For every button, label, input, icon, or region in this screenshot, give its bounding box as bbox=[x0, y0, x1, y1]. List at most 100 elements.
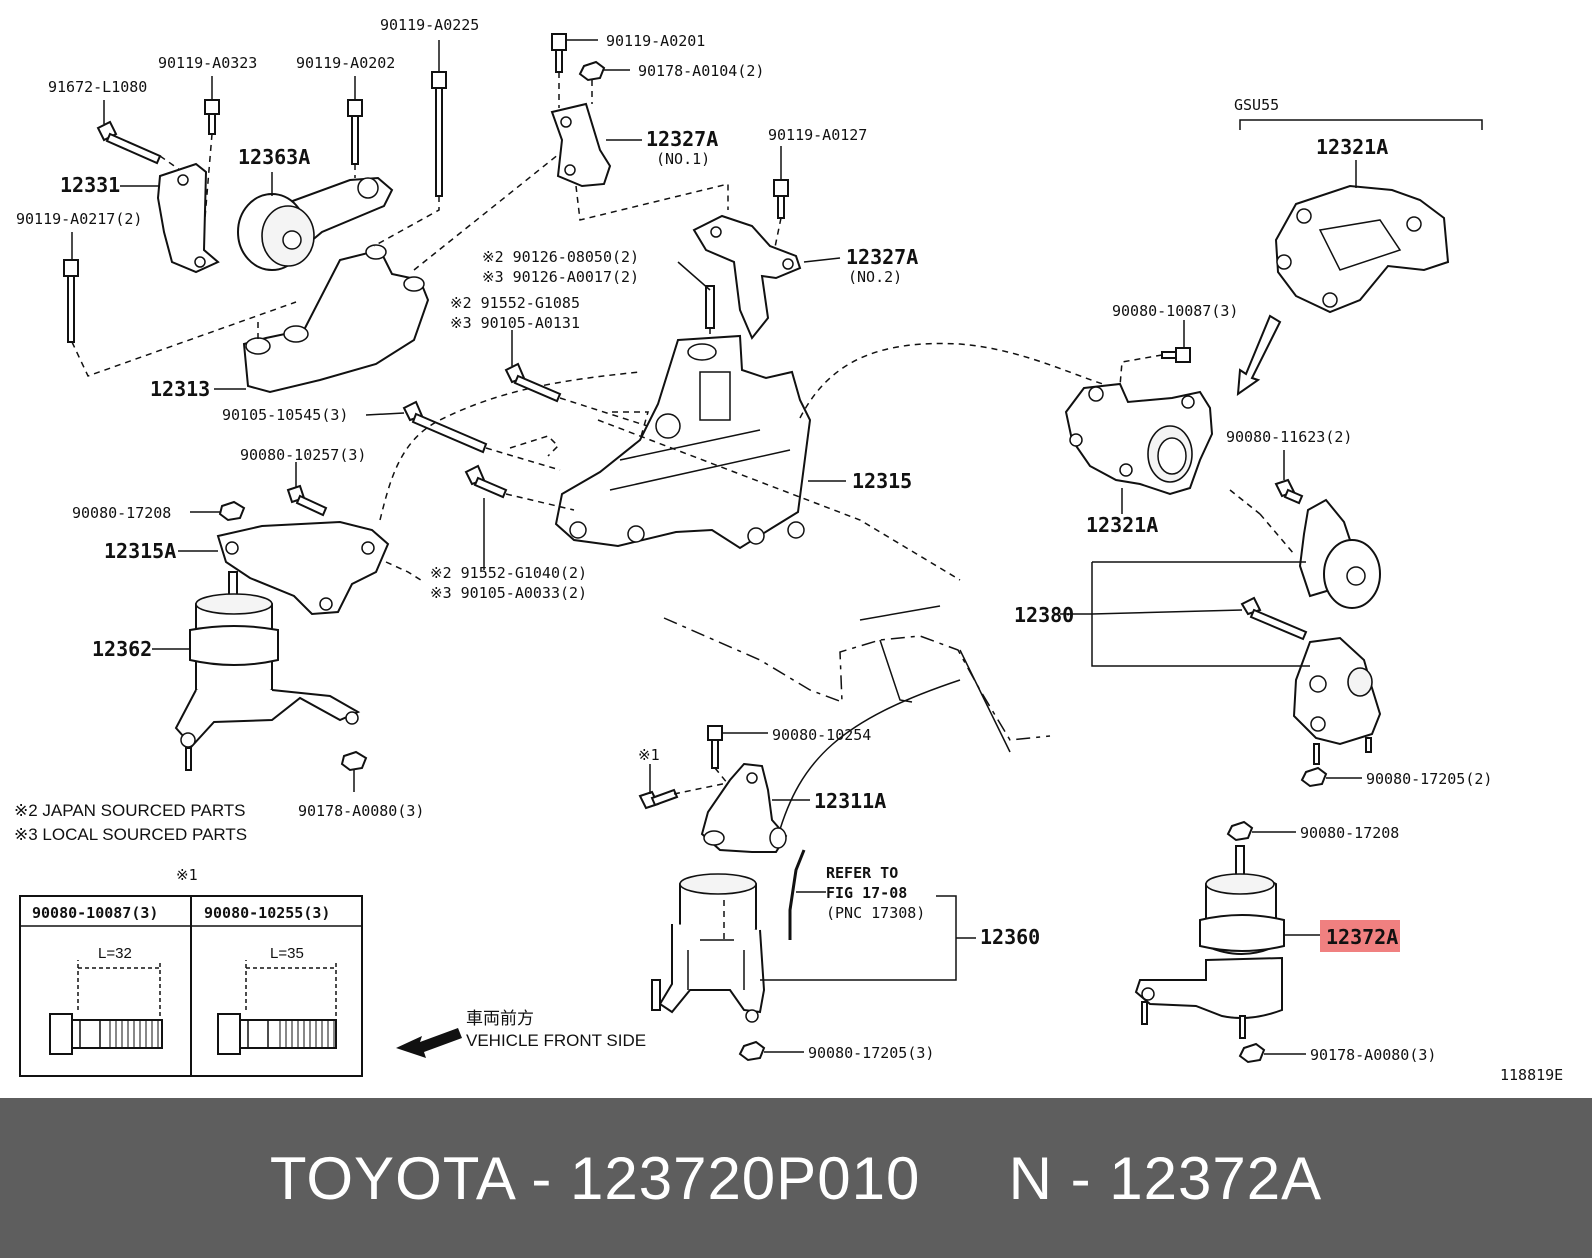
bracket-12321a-gsu55 bbox=[1274, 184, 1450, 314]
label-12313: 12313 bbox=[150, 377, 210, 401]
label-90080-10257: 90080-10257(3) bbox=[240, 446, 366, 464]
bracket-12327a-no2 bbox=[692, 214, 802, 340]
bracket-12313 bbox=[242, 244, 430, 394]
engine-mount-12362 bbox=[174, 571, 361, 771]
label-x1-center: ※1 bbox=[638, 746, 660, 764]
label-12362: 12362 bbox=[92, 637, 152, 661]
bracket-12331 bbox=[156, 162, 220, 274]
parts-diagram: 90119-A0225 90119-A0323 90119-A0202 9167… bbox=[14, 16, 1563, 1084]
bolt-91552-g1040 bbox=[464, 464, 508, 499]
nut-90178-a0080 bbox=[340, 750, 368, 772]
label-90119-a0217: 90119-A0217(2) bbox=[16, 210, 142, 228]
stud-90126-08050 bbox=[705, 285, 715, 329]
label-90178-a0080: 90178-A0080(3) bbox=[298, 802, 424, 820]
label-90178-a0104: 90178-A0104(2) bbox=[638, 62, 764, 80]
label-12315a: 12315A bbox=[104, 539, 176, 563]
note-local-sourced: ※3 LOCAL SOURCED PARTS bbox=[14, 825, 247, 844]
label-90119-a0225: 90119-A0225 bbox=[380, 16, 479, 34]
label-90126-08050: ※2 90126-08050(2) bbox=[482, 248, 639, 266]
label-12327a-no2: 12327A bbox=[846, 245, 918, 269]
bracket-12315 bbox=[554, 334, 812, 550]
label-91672-l1080: 91672-L1080 bbox=[48, 78, 147, 96]
bolt-table-marker: ※1 bbox=[176, 866, 198, 884]
nut-90178-a0080-right bbox=[1238, 1042, 1266, 1064]
label-refer-to: REFER TO bbox=[826, 864, 898, 882]
bracket-12327a-no1 bbox=[550, 102, 612, 188]
direction-jp: 車両前方 bbox=[466, 1009, 534, 1028]
down-arrow-icon bbox=[1236, 314, 1282, 397]
nut-90080-17205-3 bbox=[738, 1040, 766, 1062]
rod-mount-12363a bbox=[237, 176, 394, 271]
engine-mount-12360 bbox=[651, 873, 766, 1023]
bolt-90119-a0201 bbox=[551, 33, 567, 73]
bolt-table bbox=[19, 895, 363, 1077]
label-90126-a0017: ※3 90126-A0017(2) bbox=[482, 268, 639, 286]
label-12360: 12360 bbox=[980, 925, 1040, 949]
label-12315: 12315 bbox=[852, 469, 912, 493]
label-no1: (NO.1) bbox=[656, 150, 710, 168]
nut-90080-17205-2 bbox=[1300, 766, 1328, 788]
label-pnc-17308: (PNC 17308) bbox=[826, 904, 925, 922]
nut-90080-17208-right bbox=[1226, 820, 1254, 842]
label-90080-17205-3: 90080-17205(3) bbox=[808, 1044, 934, 1062]
label-12363a: 12363A bbox=[238, 145, 310, 169]
nut-90178-a0104 bbox=[578, 60, 606, 82]
mount-12380 bbox=[1240, 498, 1382, 765]
label-90080-17208-right: 90080-17208 bbox=[1300, 824, 1399, 842]
bolt-90080-11623 bbox=[1274, 478, 1304, 505]
vehicle-front-arrow-icon bbox=[396, 1028, 462, 1058]
label-90080-17205-2: 90080-17205(2) bbox=[1366, 770, 1492, 788]
bolt-table-header-2: 90080-10255(3) bbox=[204, 904, 330, 922]
bolt-90119-a0202 bbox=[347, 99, 363, 165]
label-90178-a0080-right: 90178-A0080(3) bbox=[1310, 1046, 1436, 1064]
bolt-90119-a0323 bbox=[204, 99, 220, 135]
bolt-table-header-1: 90080-10087(3) bbox=[32, 904, 158, 922]
label-12331: 12331 bbox=[60, 173, 120, 197]
label-gsu55: GSU55 bbox=[1234, 96, 1279, 114]
label-90105-a0131: ※3 90105-A0131 bbox=[450, 314, 580, 332]
label-90119-a0201: 90119-A0201 bbox=[606, 32, 705, 50]
label-90080-17208: 90080-17208 bbox=[72, 504, 171, 522]
label-12311a: 12311A bbox=[814, 789, 886, 813]
bracket-12321a-lower bbox=[1064, 382, 1214, 496]
label-90105-10545: 90105-10545(3) bbox=[222, 406, 348, 424]
nut-90080-17208 bbox=[218, 500, 246, 522]
label-12327a-no1: 12327A bbox=[646, 127, 718, 151]
label-12372a: 12372A bbox=[1326, 925, 1398, 949]
bolt-90080-10254 bbox=[707, 725, 723, 769]
label-12380: 12380 bbox=[1014, 603, 1074, 627]
label-90105-a0033: ※3 90105-A0033(2) bbox=[430, 584, 587, 602]
label-fig-17-08: FIG 17-08 bbox=[826, 884, 907, 902]
diagram-id: 118819E bbox=[1500, 1066, 1563, 1084]
label-90080-11623: 90080-11623(2) bbox=[1226, 428, 1352, 446]
label-91552-g1085: ※2 91552-G1085 bbox=[450, 294, 580, 312]
label-90119-a0127: 90119-A0127 bbox=[768, 126, 867, 144]
direction-en: VEHICLE FRONT SIDE bbox=[466, 1031, 646, 1050]
label-91552-g1040: ※2 91552-G1040(2) bbox=[430, 564, 587, 582]
highlight-box bbox=[1320, 920, 1400, 952]
bracket-12315a bbox=[216, 520, 390, 616]
label-12321a-lower: 12321A bbox=[1086, 513, 1158, 537]
label-90080-10087: 90080-10087(3) bbox=[1112, 302, 1238, 320]
bolt-length-1: L=32 bbox=[98, 945, 132, 962]
note-japan-sourced: ※2 JAPAN SOURCED PARTS bbox=[14, 801, 246, 820]
part-number-caption: TOYOTA - 123720P010 N - 12372A bbox=[269, 1144, 1323, 1212]
engine-mount-12372a bbox=[1134, 845, 1285, 1039]
bolt-90119-a0225 bbox=[431, 71, 447, 197]
bolt-90119-a0217 bbox=[63, 259, 79, 343]
label-90119-a0202: 90119-A0202 bbox=[296, 54, 395, 72]
footer-banner: TOYOTA - 123720P010 N - 12372A bbox=[0, 1098, 1592, 1258]
bolt-90080-10087 bbox=[1161, 347, 1191, 363]
label-90119-a0323: 90119-A0323 bbox=[158, 54, 257, 72]
label-90080-10254: 90080-10254 bbox=[772, 726, 871, 744]
bolt-91672-l1080 bbox=[96, 120, 162, 165]
bracket-12311a bbox=[700, 762, 788, 853]
label-no2: (NO.2) bbox=[848, 268, 902, 286]
bolt-91552-g1085 bbox=[504, 362, 562, 403]
bolt-length-2: L=35 bbox=[270, 945, 304, 962]
bolt-90119-a0127 bbox=[773, 179, 789, 219]
bolt-90080-10257 bbox=[286, 484, 328, 517]
label-12321a-top: 12321A bbox=[1316, 135, 1388, 159]
bolt-x1-center bbox=[638, 788, 679, 810]
